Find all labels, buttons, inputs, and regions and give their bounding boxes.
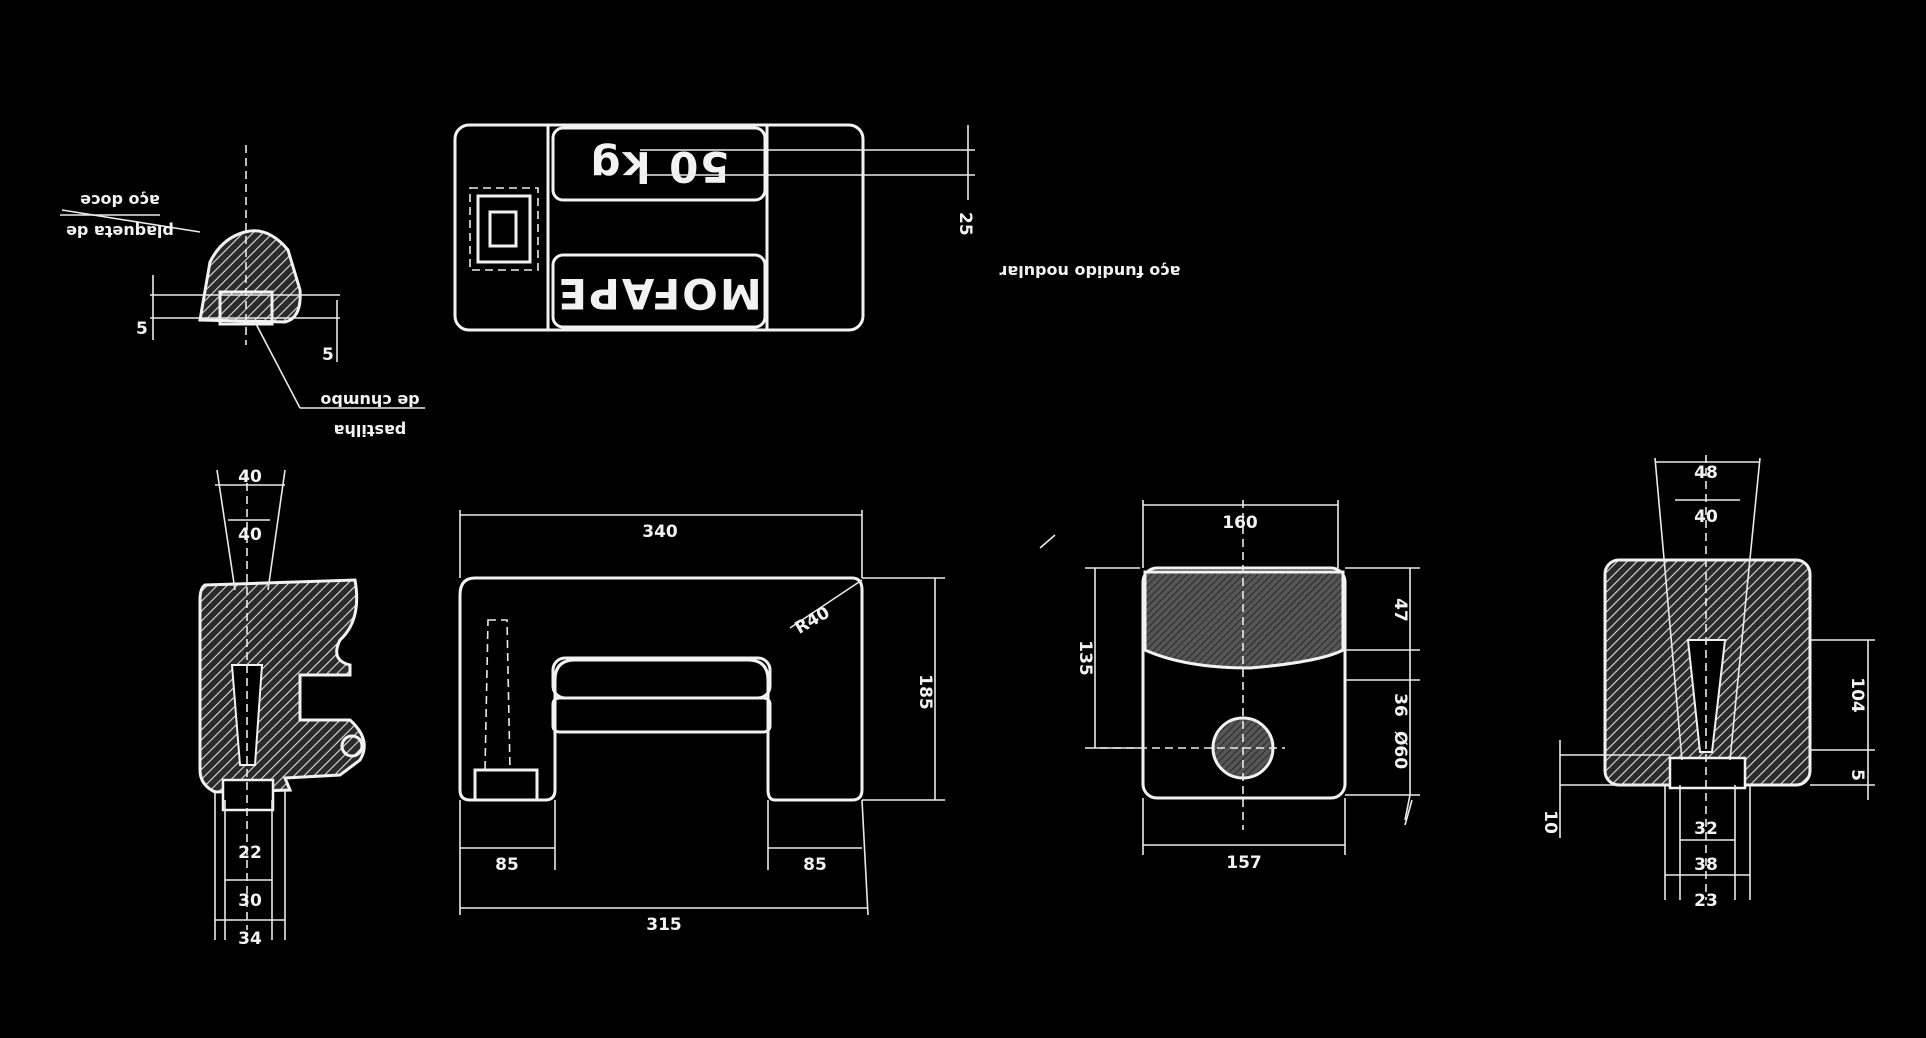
dim-left-bottom-3: 34	[238, 929, 262, 949]
dim-side-hole: Ø60	[1390, 731, 1410, 769]
material-note-main: aço fundido nodular	[999, 262, 1180, 281]
dim-side-top: 160	[1222, 513, 1258, 533]
top-view: 50 kg MOFAPE 25 aço fundido nodular	[453, 123, 1180, 332]
scan-noise	[1039, 534, 1413, 826]
dim-left-bottom-2: 30	[238, 891, 262, 911]
brand-panel	[551, 253, 767, 329]
brand-stamp-text: MOFAPE	[556, 269, 761, 318]
front-hidden-cone	[484, 619, 511, 771]
left-section-view: 40 40 22 30 34	[198, 467, 366, 949]
dim-left-top-outer: 40	[238, 467, 262, 487]
front-handle-upper	[551, 656, 772, 700]
plug-inner	[488, 210, 518, 248]
dim-side-upper: 47	[1390, 598, 1410, 622]
left-section-body	[198, 578, 366, 794]
dim-right-bottom-2: 38	[1694, 855, 1718, 875]
dim-side-height: 135	[1075, 640, 1095, 676]
dim-left-bottom-1: 22	[238, 843, 262, 863]
note-closure-top: de chumbo	[320, 391, 419, 410]
left-lug-hole	[340, 734, 364, 758]
dim-front-foot-left: 85	[495, 855, 519, 875]
right-taper-1	[1654, 457, 1683, 761]
dim-front-radius: R40	[792, 603, 834, 639]
scan-mark-2	[1404, 799, 1413, 826]
note-closure-sub: pastilha	[334, 421, 407, 440]
dim-right-bottom-3: 23	[1694, 891, 1718, 911]
leader-closure-note	[254, 321, 301, 409]
note-plug-sub: plaqueta de	[66, 222, 174, 241]
left-taper-line-1	[216, 469, 236, 591]
right-taper-2	[1729, 457, 1761, 761]
plug-detail-section: 5 5 aço doce plaqueta de de chumbo pasti…	[60, 145, 425, 440]
plug-section-body	[198, 229, 302, 324]
note-plug-material: aço doce	[80, 191, 160, 210]
dim-front-top: 340	[642, 522, 678, 542]
top-view-outline	[453, 123, 865, 332]
dim-side-bottom: 157	[1226, 853, 1262, 873]
left-plug-bottom	[221, 778, 275, 812]
dim-front-bottom: 315	[646, 915, 682, 935]
dim-right-bottom-1: 32	[1694, 819, 1718, 839]
leader-plug-note	[61, 209, 201, 233]
front-plug	[473, 768, 539, 802]
side-hatched-top	[1143, 570, 1345, 670]
dim-right-top-outer: 48	[1694, 463, 1718, 483]
front-radius-leader	[789, 579, 863, 629]
dim-left-top-inner: 40	[238, 525, 262, 545]
dim-right-left: 10	[1540, 810, 1560, 834]
front-handle-lower	[551, 696, 772, 734]
dim-right-top-inner: 40	[1694, 507, 1718, 527]
scan-mark	[1039, 534, 1056, 549]
dim-right-small: 5	[1847, 769, 1867, 781]
dim-front-height: 185	[915, 674, 935, 710]
front-ext-bot-r	[861, 799, 869, 916]
capacity-panel	[551, 126, 767, 202]
side-dim-tail	[1404, 794, 1411, 821]
plug-dashed-outline	[469, 187, 539, 271]
left-taper-line-2	[267, 469, 286, 591]
side-view: 160 135 47 36 Ø60 157	[1075, 500, 1420, 873]
dim-section-small-left: 5	[136, 319, 148, 339]
dim-section-small-right: 5	[322, 345, 334, 365]
side-outline	[1141, 566, 1347, 800]
front-view: 340 185 R40 85 85 315	[458, 510, 945, 935]
plug-outer	[476, 194, 532, 264]
front-outline	[458, 576, 864, 802]
dim-right-height: 104	[1847, 677, 1867, 713]
dim-front-foot-right: 85	[803, 855, 827, 875]
right-plug-bottom	[1668, 756, 1747, 790]
left-cone-cavity	[230, 664, 264, 766]
dim-top-view-height: 25	[955, 212, 975, 236]
right-section-view: 48 40 104 5 10 32 38 23	[1540, 455, 1875, 911]
dim-side-mid: 36	[1390, 693, 1410, 717]
